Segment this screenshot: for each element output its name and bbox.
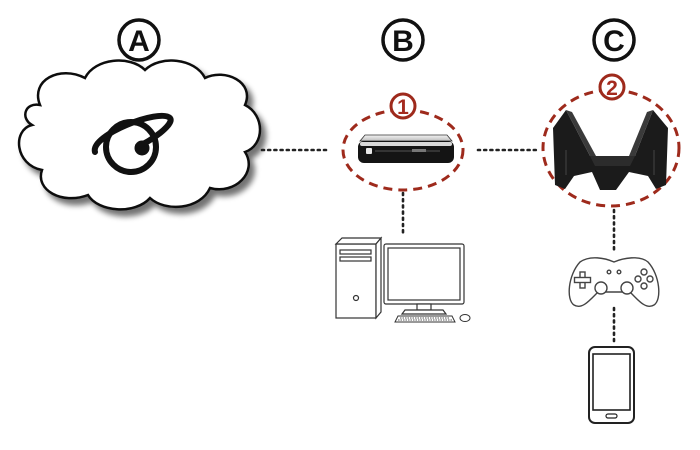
smartphone-icon — [588, 346, 635, 424]
monitor — [383, 243, 465, 315]
mouse — [459, 314, 471, 322]
internet-cloud-icon — [17, 59, 262, 211]
highlight-router: 2 — [541, 73, 681, 208]
highlight-modem: 1 — [341, 92, 465, 192]
marker-2 — [598, 73, 626, 101]
highlight-ring-2 — [541, 88, 681, 208]
column-badge-b: B — [381, 18, 425, 62]
column-letter-c: C — [603, 25, 625, 58]
keyboard — [394, 315, 456, 323]
marker-label-1: 1 — [397, 96, 409, 119]
desktop-computer-icon — [334, 236, 471, 323]
column-badge-c: C — [592, 18, 636, 62]
internet-globe-icon — [91, 112, 174, 175]
pc-tower — [334, 236, 383, 320]
marker-1 — [389, 92, 417, 120]
router-icon — [553, 110, 668, 190]
marker-label-2: 2 — [606, 77, 618, 100]
column-badge-a: A — [117, 18, 161, 62]
gamepad-icon — [568, 257, 660, 307]
modem-icon — [358, 134, 454, 163]
column-letter-b: B — [392, 25, 414, 58]
column-letter-a: A — [128, 25, 150, 58]
highlight-ring-1 — [341, 108, 465, 192]
